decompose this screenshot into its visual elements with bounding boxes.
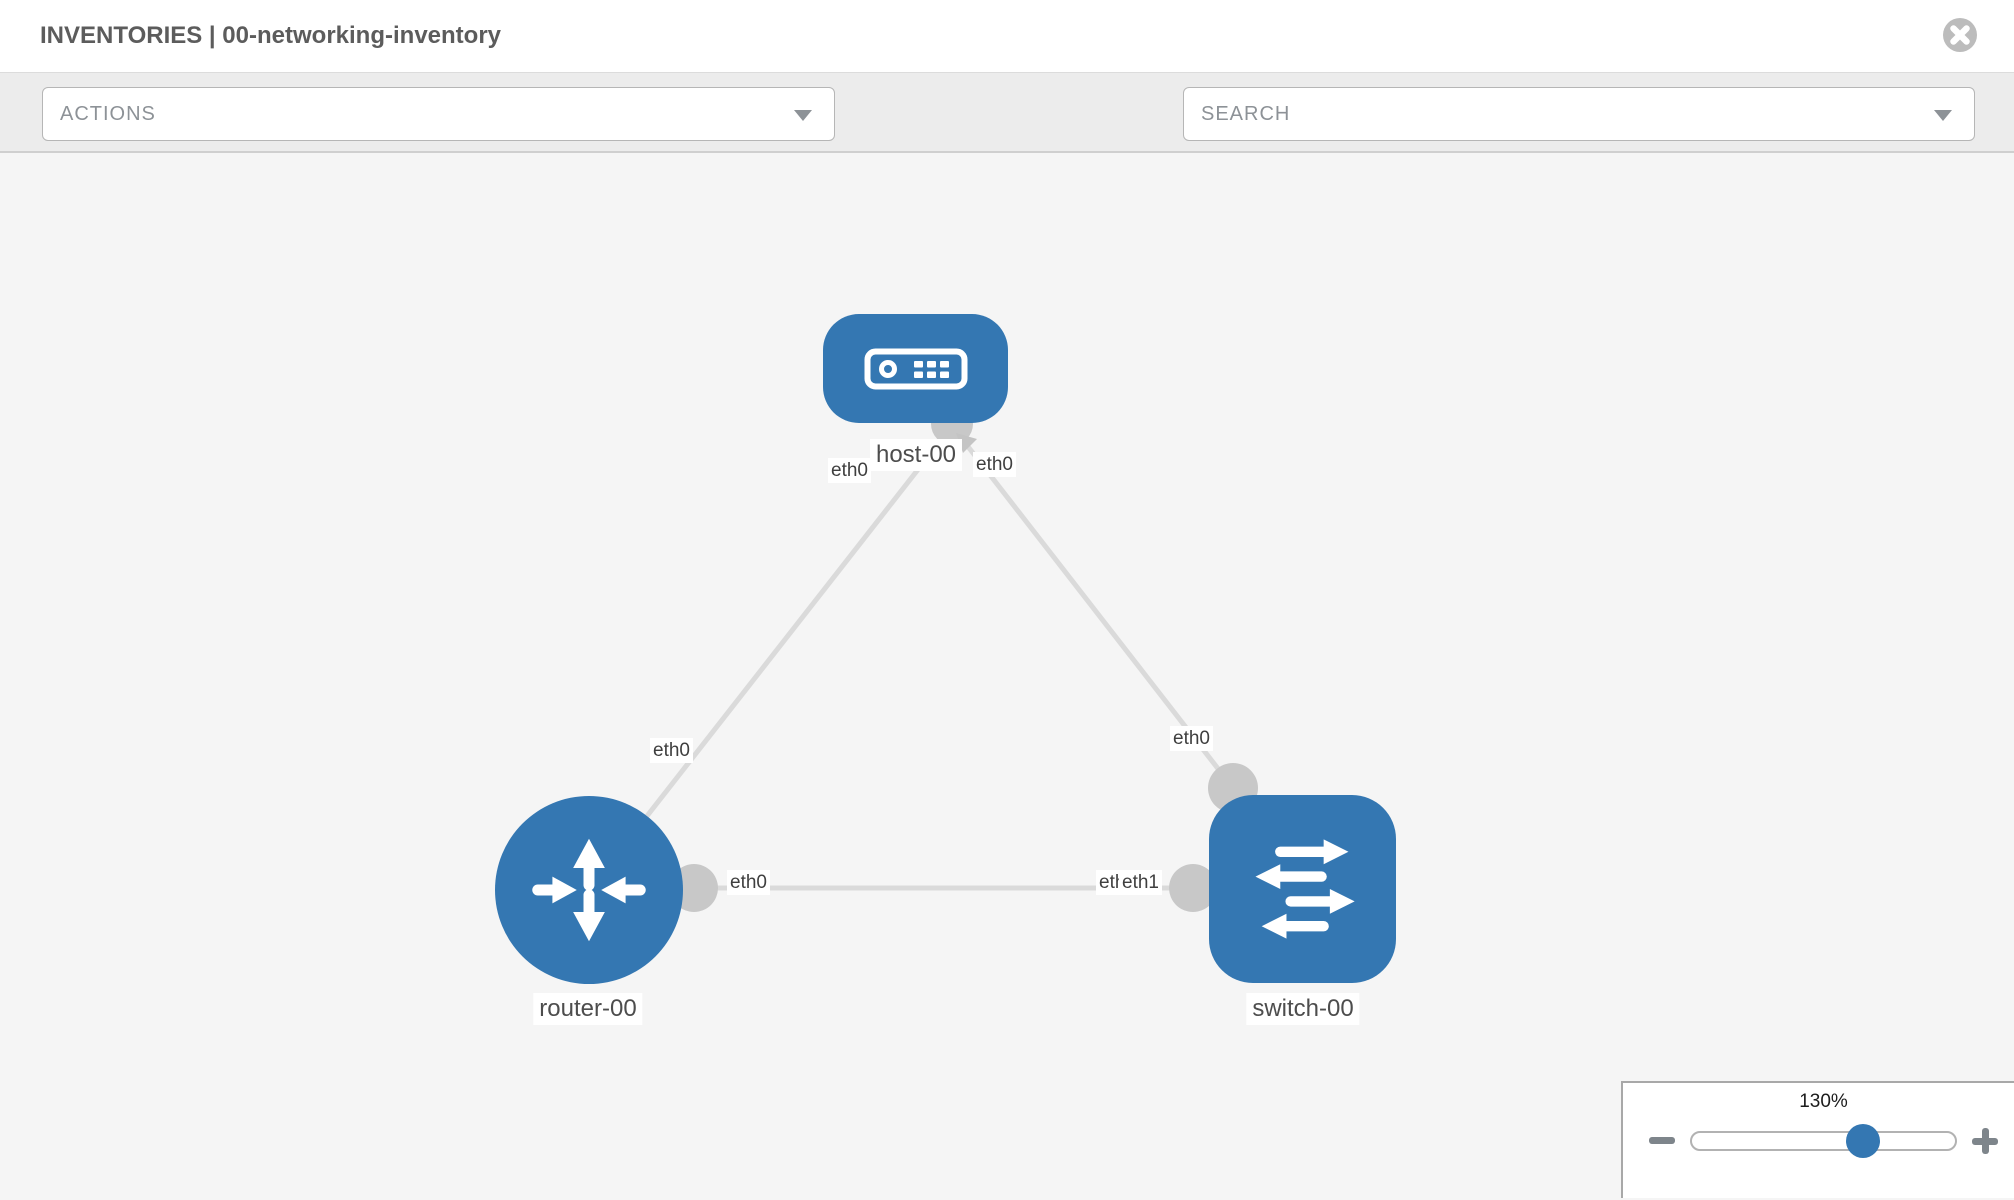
- node-router[interactable]: [495, 796, 683, 984]
- actions-dropdown[interactable]: ACTIONS: [42, 87, 835, 141]
- zoom-slider-thumb[interactable]: [1846, 1124, 1880, 1158]
- search-label: SEARCH: [1201, 103, 1291, 125]
- node-switch[interactable]: [1209, 795, 1396, 983]
- switch-arrows-icon: [1254, 839, 1355, 939]
- node-label-router: router-00: [533, 993, 643, 1025]
- toolbar: ACTIONS SEARCH: [0, 73, 2014, 202]
- server-icon: [864, 348, 967, 389]
- minus-icon[interactable]: [1649, 1137, 1675, 1144]
- topology-canvas[interactable]: eth0 eth0 eth0 eth0 eth0 eth0 eth1 host-…: [0, 153, 2014, 1198]
- link-host-router: [645, 424, 954, 818]
- topology-links-layer: [645, 403, 1258, 912]
- close-button[interactable]: [1942, 17, 1978, 53]
- actions-label: ACTIONS: [60, 103, 156, 125]
- zoom-level: 130%: [1799, 1091, 1848, 1112]
- chevron-down-icon: [1934, 110, 1952, 121]
- interface-label: eth0: [1170, 726, 1213, 751]
- interface-label: eth1: [1119, 870, 1162, 895]
- interface-label: eth0: [828, 458, 871, 483]
- search-dropdown[interactable]: SEARCH: [1183, 87, 1975, 141]
- interface-label: eth0: [727, 870, 770, 895]
- zoom-panel: 130%: [1621, 1081, 2014, 1198]
- chevron-down-icon: [794, 110, 812, 121]
- header: INVENTORIES | 00-networking-inventory: [0, 0, 2014, 73]
- endpoint-dot-switch-left: [1169, 864, 1217, 912]
- node-label-switch: switch-00: [1246, 993, 1360, 1025]
- close-icon: [1943, 18, 1977, 52]
- interface-label: eth0: [650, 738, 693, 763]
- node-host[interactable]: [823, 314, 1008, 423]
- node-label-host: host-00: [869, 439, 963, 471]
- page-title: INVENTORIES | 00-networking-inventory: [40, 22, 502, 49]
- zoom-slider-track[interactable]: [1690, 1131, 1957, 1151]
- router-arrows-icon: [532, 838, 646, 942]
- plus-icon[interactable]: [1972, 1128, 1998, 1154]
- interface-label: eth0: [973, 452, 1016, 477]
